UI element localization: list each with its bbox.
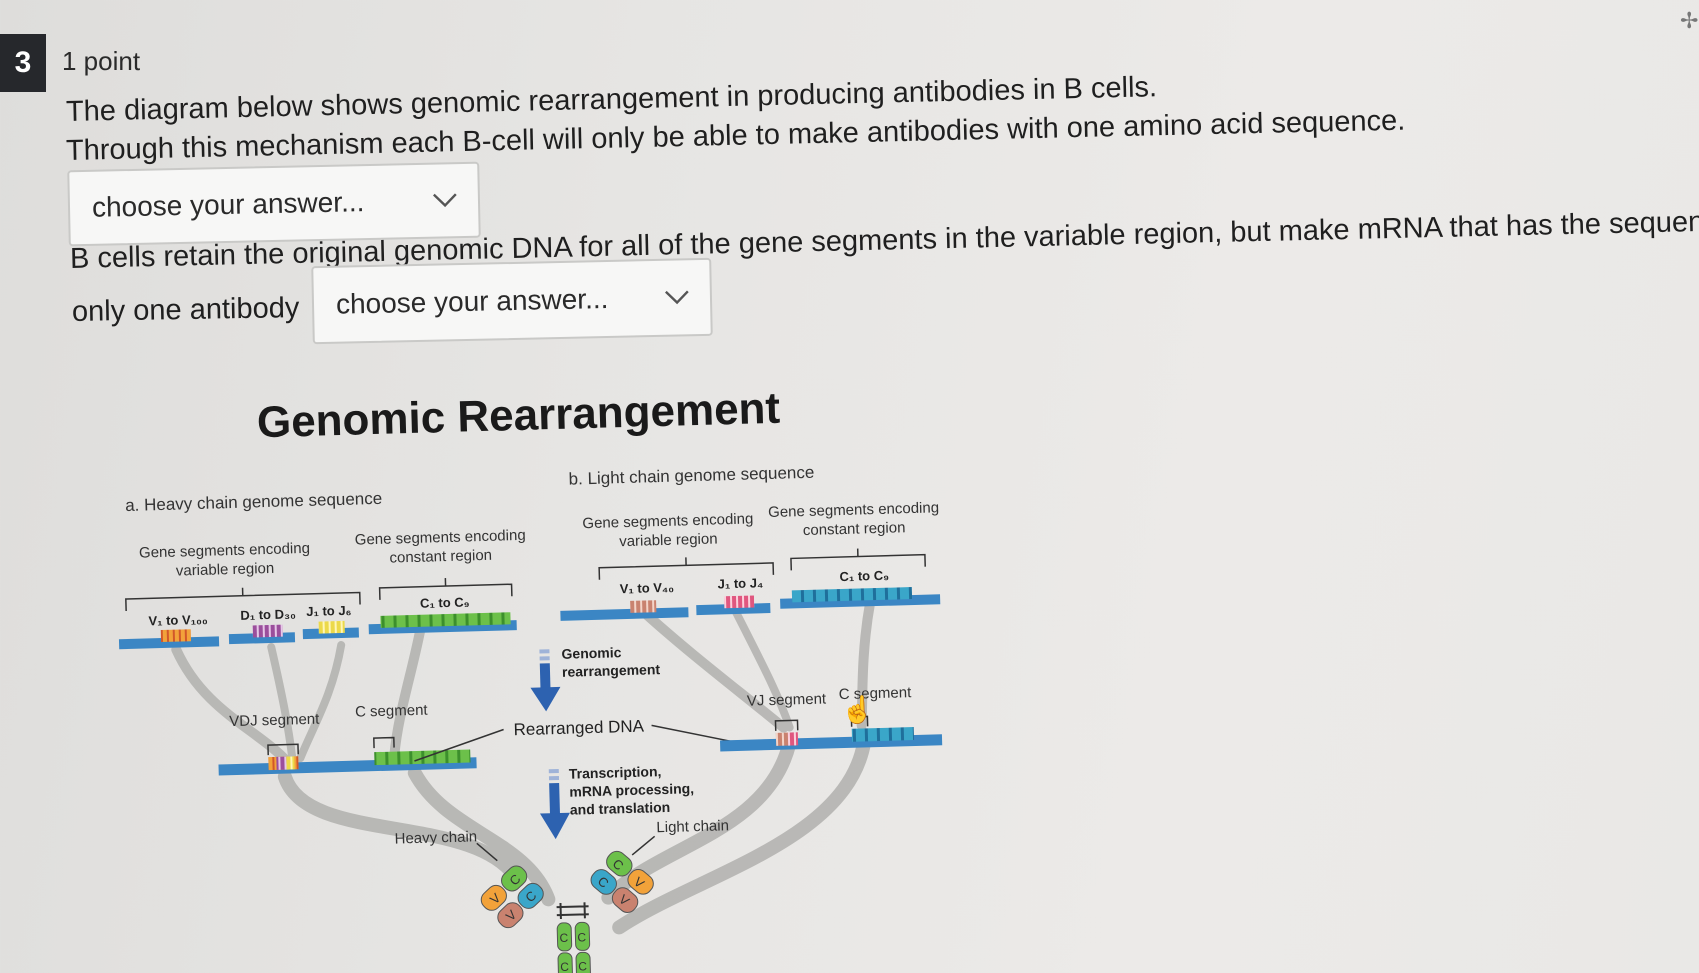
ribbon-d [267, 642, 297, 763]
heavy-constant-label-2: constant region [389, 547, 492, 567]
ribbon-lc-down [612, 735, 872, 935]
antibody: V C V C C V C V C C [480, 850, 654, 973]
ribbon-c-down [407, 766, 556, 907]
heavy-heading: a. Heavy chain genome sequence [125, 489, 382, 515]
heavy-chain-label: Heavy chain [394, 828, 477, 847]
chevron-down-icon [433, 193, 457, 208]
ribbon-lv [640, 608, 789, 733]
step2-label-3: and translation [570, 799, 671, 818]
light-constant-label-2: constant region [803, 519, 906, 539]
light-variable-label-1: Gene segments encoding [582, 510, 753, 532]
heavy-d-segment: D₁ to D₃₀ [240, 606, 296, 623]
heavy-constant-bracket [378, 578, 513, 600]
step2-label-1: Transcription, [569, 763, 662, 782]
light-c-segment: C₁ to C₉ [839, 568, 889, 584]
diagram-title: Genomic Rearrangement [256, 384, 781, 448]
svg-text:C: C [577, 930, 586, 944]
light-v-segment: V₁ to V₄₀ [620, 580, 675, 597]
rearranged-heavy-dna [218, 736, 477, 776]
ribbon-c [389, 622, 426, 761]
pin-icon[interactable]: ✢ [1680, 8, 1699, 33]
step2-label-2: mRNA processing, [569, 780, 694, 799]
svg-text:C: C [559, 931, 568, 945]
heavy-variable-label-1: Gene segments encoding [139, 540, 310, 562]
heavy-variable-bracket [125, 587, 361, 612]
heavy-genome-dna [118, 612, 517, 650]
genomic-rearrangement-arrow [530, 649, 561, 712]
light-variable-label-2: variable region [619, 530, 718, 550]
vj-segment-label: VJ segment [747, 690, 827, 709]
light-chain-label: Light chain [656, 817, 729, 836]
light-variable-bracket [598, 557, 775, 580]
step1-label-1: Genomic [561, 644, 622, 662]
heavy-chain-pointer [476, 842, 498, 862]
ribbon-lc [856, 597, 876, 731]
light-genome-dna [560, 587, 941, 621]
ribbon-v [171, 644, 290, 764]
chevron-down-icon [665, 290, 689, 305]
answer-dropdown-2[interactable]: choose your answer... [311, 257, 713, 345]
points-label: 1 point [62, 46, 141, 76]
heavy-c-segment: C₁ to C₉ [420, 594, 470, 610]
heavy-c-segment-label: C segment [355, 702, 429, 721]
heavy-v-segment: V₁ to V₁₀₀ [148, 612, 208, 629]
heavy-variable-label-2: variable region [176, 560, 275, 580]
hand-cursor-icon: ☝ [841, 693, 874, 726]
question-number: 3 [0, 34, 46, 92]
light-constant-label-1: Gene segments encoding [768, 499, 939, 521]
rearranged-pointer-left [414, 728, 504, 762]
light-c-segment-label: C segment [839, 684, 913, 703]
ribbon-j [296, 641, 346, 763]
svg-text:C: C [578, 959, 587, 973]
step1-label-2: rearrangement [562, 661, 661, 680]
light-constant-bracket [790, 548, 926, 571]
light-heading: b. Light chain genome sequence [568, 463, 814, 489]
transcription-arrow [539, 768, 570, 840]
heavy-j-segment: J₁ to J₆ [306, 603, 352, 619]
light-chain-pointer [631, 835, 656, 856]
vdj-segment-label: VDJ segment [229, 711, 320, 731]
ribbon-lj [731, 606, 794, 732]
rearranged-light-dna [720, 715, 943, 752]
rearranged-dna-label: Rearranged DNA [513, 717, 645, 740]
heavy-constant-label-1: Gene segments encoding [355, 527, 526, 549]
light-j-segment: J₁ to J₄ [717, 575, 763, 591]
svg-text:C: C [560, 960, 569, 973]
answer-dropdown-1[interactable]: choose your answer... [67, 161, 481, 247]
